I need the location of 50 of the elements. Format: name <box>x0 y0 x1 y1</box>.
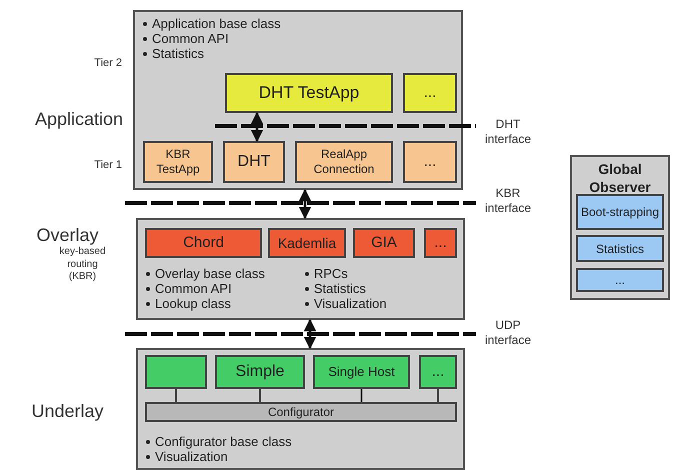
layer-panel <box>133 10 463 190</box>
bullet-item: Configurator base class <box>155 434 292 449</box>
connector-line <box>175 389 177 402</box>
layer-subtitle: key-based routing (KBR) <box>58 246 107 284</box>
module-box: DHT TestApp <box>225 73 393 113</box>
layer-label: Overlay <box>35 224 100 246</box>
box-shape <box>145 355 207 389</box>
module-box: RealApp Connection <box>295 141 393 183</box>
module-box: ... <box>419 355 457 389</box>
double-arrow <box>250 112 264 142</box>
connector-line <box>360 389 362 402</box>
bullet-item: Lookup class <box>155 296 231 311</box>
module-box: ... <box>403 73 457 113</box>
interface-label: DHT interface <box>484 117 532 147</box>
layer-label: Application <box>34 108 123 131</box>
bullet-item: Common API <box>152 31 229 46</box>
module-box: KBR TestApp <box>143 141 213 183</box>
tier-label: Tier 1 <box>93 158 122 173</box>
interface-label: UDP interface <box>484 318 532 348</box>
double-arrow <box>298 188 312 220</box>
module-box: ... <box>403 141 457 183</box>
bullet-item: RPCs <box>314 266 348 281</box>
double-arrow <box>304 318 316 350</box>
bullet-item: Visualization <box>155 449 228 464</box>
layer-panel <box>136 348 465 470</box>
bullet-item: Statistics <box>314 281 366 296</box>
module-box: Boot-strapping <box>576 194 664 230</box>
layer-panel <box>136 218 465 320</box>
box-heading: Global Observer <box>588 161 652 196</box>
module-box: Kademlia <box>268 228 346 258</box>
bullet-item: Overlay base class <box>155 266 265 281</box>
interface-label: KBR interface <box>484 186 532 216</box>
bullet-item: Statistics <box>152 46 204 61</box>
bullet-item: Visualization <box>314 296 387 311</box>
module-box: ... <box>576 268 664 292</box>
bullet-item: Common API <box>155 281 232 296</box>
module-box: Simple <box>215 355 305 389</box>
connector-line <box>259 389 261 402</box>
layer-label: Underlay <box>30 400 105 423</box>
module-box: Chord <box>145 228 262 258</box>
module-box: DHT <box>223 141 285 183</box>
bullet-item: Application base class <box>152 16 281 31</box>
module-box: ... <box>424 228 457 258</box>
module-box: Configurator <box>145 402 457 422</box>
connector-line <box>437 389 439 402</box>
module-box: GIA <box>353 228 415 258</box>
tier-label: Tier 2 <box>93 56 122 71</box>
module-box: Single Host <box>313 355 410 389</box>
layer-panel <box>570 155 670 300</box>
module-box: Statistics <box>576 235 664 262</box>
